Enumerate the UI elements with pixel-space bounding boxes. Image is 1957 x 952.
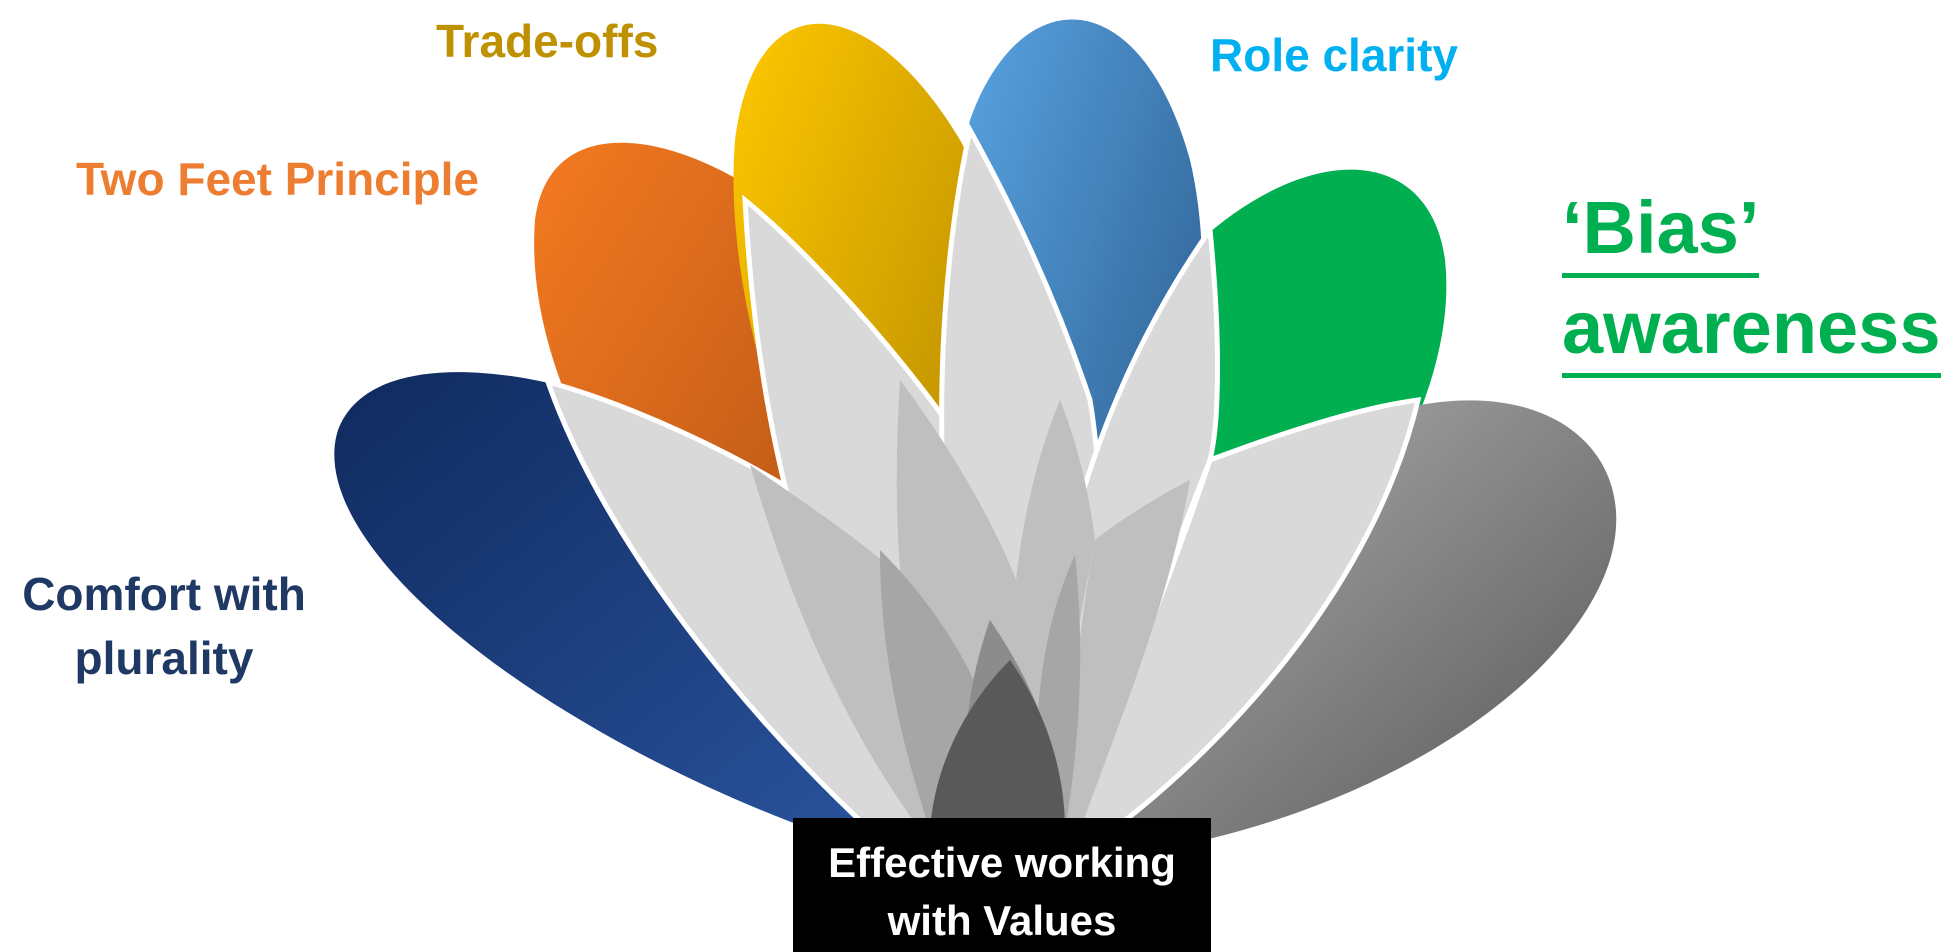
center-label-box: Effective working with Values: [793, 818, 1211, 952]
overlap-13: [930, 660, 1065, 830]
petal-grey: [1090, 400, 1617, 860]
label-bias-line1: ‘Bias’: [1562, 183, 1760, 278]
label-comfort-with-plurality: Comfort with plurality: [8, 562, 320, 690]
label-comfort-line1: Comfort with: [22, 568, 306, 620]
center-label-line2: with Values: [887, 897, 1117, 944]
label-comfort-line2: plurality: [74, 632, 254, 684]
center-label-line1: Effective working: [828, 839, 1176, 886]
label-bias-awareness: ‘Bias’ awareness: [1562, 178, 1952, 378]
label-bias-line2: awareness: [1562, 283, 1941, 378]
label-two-feet-principle: Two Feet Principle: [76, 153, 479, 205]
label-tradeoffs: Trade-offs: [436, 15, 659, 67]
overlap-9: [1060, 480, 1190, 830]
label-role-clarity: Role clarity: [1210, 29, 1458, 81]
